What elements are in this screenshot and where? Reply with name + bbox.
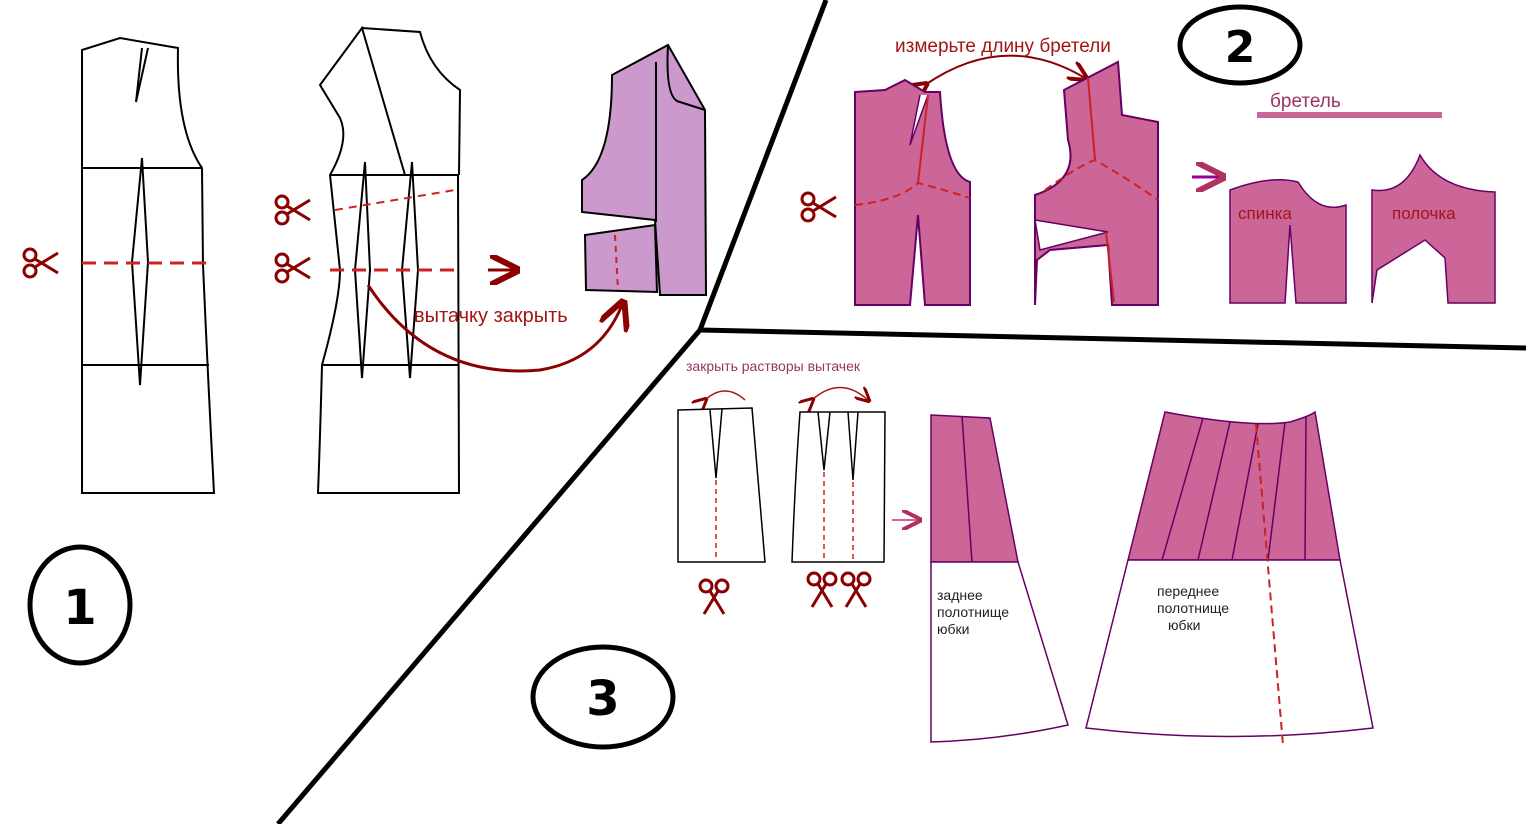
step2-back-bodice (854, 78, 971, 306)
step1-basic-dress-pattern (81, 36, 216, 494)
front-skirt-label: переднее полотнище юбки (1157, 583, 1233, 633)
step1-bodice-with-darts (316, 25, 462, 494)
step3-back-skirt-panel (930, 414, 1069, 743)
strap-label: бретель (1270, 91, 1341, 112)
back-skirt-label: заднее полотнище юбки (937, 587, 1013, 637)
step-number: 3 (586, 671, 619, 727)
step2-front-bodice (1034, 60, 1159, 306)
step3-front-skirt-panel (1085, 410, 1374, 746)
front-label: полочка (1392, 204, 1456, 223)
back-label: спинка (1238, 204, 1292, 223)
curved-arrow-icon (366, 284, 622, 373)
scissors-icon (840, 571, 872, 609)
step3-back-skirt-pattern (677, 407, 766, 563)
step2-front-piece (1371, 153, 1496, 304)
step2-back-piece (1229, 179, 1347, 304)
curved-arrow-icon (812, 388, 868, 401)
step3-front-skirt-pattern (791, 411, 886, 563)
curved-arrow-icon (925, 54, 1085, 85)
step-number-circle (530, 644, 676, 750)
strap-piece (1257, 112, 1442, 118)
close-darts-label: закрыть растворы вытачек (686, 358, 861, 374)
scissors-icon (806, 571, 838, 609)
scissors-icon (274, 194, 312, 226)
measure-strap-label: измерьте длину бретели (895, 36, 1111, 57)
scissors-icon (274, 252, 312, 284)
scissors-icon (22, 247, 60, 279)
step-number-circle (27, 544, 133, 666)
step-number: 1 (63, 580, 96, 636)
curved-arrow-icon (705, 390, 746, 400)
scissors-icon (698, 578, 730, 616)
scissors-icon (800, 191, 838, 223)
section-dividers (276, 0, 1526, 824)
step-number: 2 (1225, 22, 1256, 73)
step-number-circle (1177, 4, 1303, 86)
close-dart-label: вытачку закрыть (414, 305, 568, 327)
step1-closed-dart-bodice (581, 43, 708, 296)
upper-cut-line (334, 189, 456, 211)
